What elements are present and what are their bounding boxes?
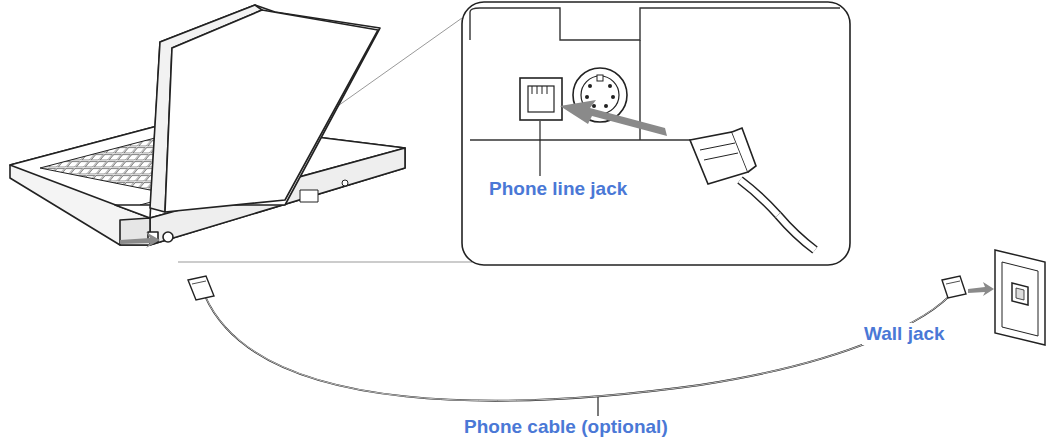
callout-label: Phone line jack	[487, 178, 629, 200]
callout-label: Wall jack	[862, 323, 947, 345]
wall-plate	[995, 250, 1045, 345]
plug	[690, 128, 815, 250]
zoom-inset	[462, 2, 850, 265]
cable-plug-left	[188, 276, 214, 300]
phone-cable	[205, 290, 955, 401]
insert-arrow	[968, 282, 994, 296]
laptop	[10, 5, 405, 245]
callout-label: Phone cable (optional)	[462, 416, 670, 438]
cable-plug-right	[942, 276, 966, 298]
leader-lines	[540, 121, 598, 420]
insert-arrow	[120, 232, 160, 248]
phone-jack	[520, 78, 562, 120]
insert-arrow	[560, 100, 667, 136]
